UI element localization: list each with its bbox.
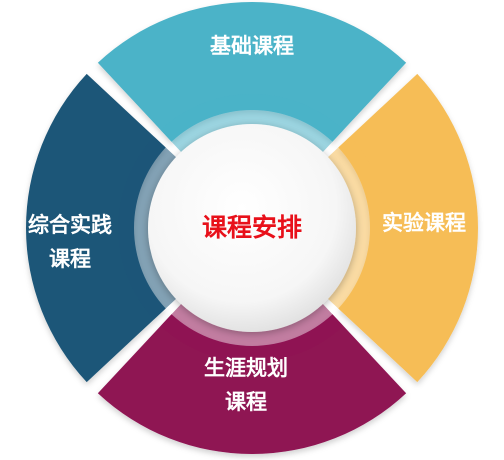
segment-left bbox=[25, 73, 166, 383]
segment-label-bottom-line-0: 生涯规划 bbox=[204, 356, 288, 380]
segment-label-left-line-1: 课程 bbox=[49, 247, 91, 271]
segment-top bbox=[97, 1, 407, 142]
segment-right bbox=[338, 73, 479, 383]
center-label: 课程安排 bbox=[202, 213, 302, 242]
segment-bottom bbox=[97, 314, 407, 455]
segment-label-bottom-line-1: 课程 bbox=[225, 390, 267, 414]
center-disc bbox=[148, 124, 356, 332]
segment-label-right-line-0: 实验课程 bbox=[382, 211, 466, 235]
segment-label-top-line-0: 基础课程 bbox=[210, 34, 294, 58]
segment-label-left-line-0: 综合实践 bbox=[28, 213, 112, 237]
